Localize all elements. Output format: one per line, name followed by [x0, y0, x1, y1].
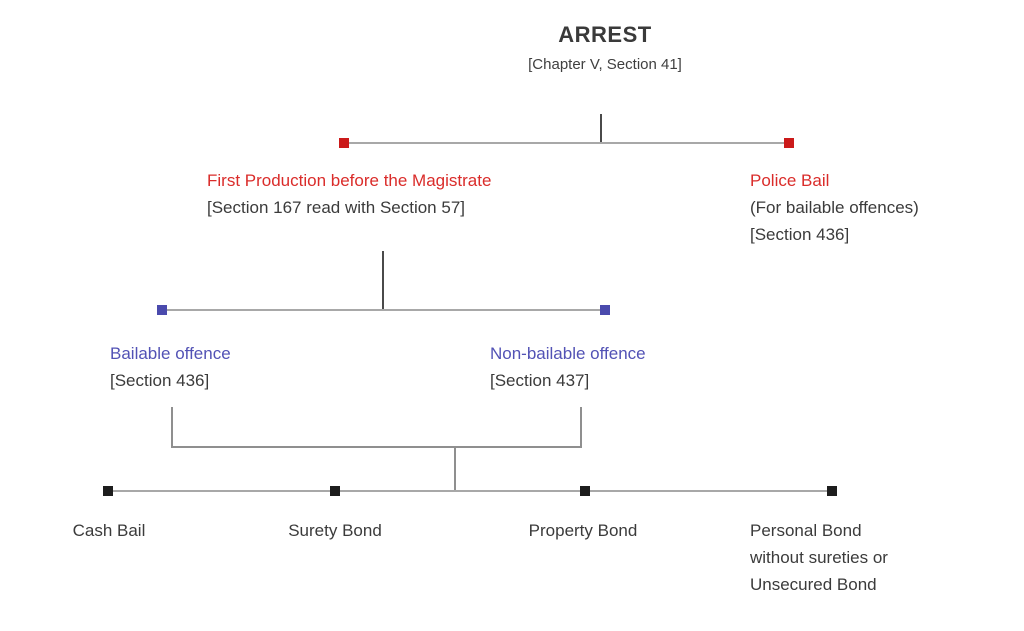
root-stem-line — [600, 114, 602, 143]
bond-branch-line — [108, 490, 832, 492]
level2-left-marker — [157, 305, 167, 315]
non-bailable-offence-detail: [Section 437] — [490, 371, 590, 390]
level1-left-marker — [339, 138, 349, 148]
bracket-bottom-line — [171, 446, 582, 448]
node-police-bail: Police Bail (For bailable offences) [Sec… — [750, 167, 919, 248]
bond-marker-personal — [827, 486, 837, 496]
label-cash-bail: Cash Bail — [72, 521, 146, 540]
bond-marker-surety — [330, 486, 340, 496]
level2-stem-line — [382, 251, 384, 310]
node-non-bailable-offence: Non-bailable offence [Section 437] — [490, 340, 646, 394]
bond-marker-cash — [103, 486, 113, 496]
diagram-title: ARREST — [558, 22, 652, 47]
bracket-right-line — [580, 407, 582, 447]
first-production-heading: First Production before the Magistrate — [207, 171, 492, 190]
label-surety-bond: Surety Bond — [288, 521, 382, 540]
diagram-subtitle: [Chapter V, Section 41] — [528, 56, 682, 73]
level2-branch-line — [162, 309, 605, 311]
first-production-detail: [Section 167 read with Section 57] — [207, 198, 465, 217]
level2-right-marker — [600, 305, 610, 315]
node-bailable-offence: Bailable offence [Section 436] — [110, 340, 231, 394]
bracket-left-line — [171, 407, 173, 447]
label-property-bond: Property Bond — [528, 521, 638, 540]
label-personal-bond: Personal Bond without sureties or Unsecu… — [750, 521, 888, 594]
bailable-offence-heading: Bailable offence — [110, 344, 231, 363]
police-bail-detail-2: [Section 436] — [750, 225, 850, 244]
non-bailable-offence-heading: Non-bailable offence — [490, 344, 646, 363]
bailable-offence-detail: [Section 436] — [110, 371, 210, 390]
node-first-production: First Production before the Magistrate [… — [207, 167, 491, 221]
police-bail-heading: Police Bail — [750, 171, 830, 190]
police-bail-detail-1: (For bailable offences) — [750, 198, 919, 217]
level1-branch-line — [344, 142, 789, 144]
bracket-stem-line — [454, 448, 456, 491]
bond-marker-property — [580, 486, 590, 496]
level1-right-marker — [784, 138, 794, 148]
